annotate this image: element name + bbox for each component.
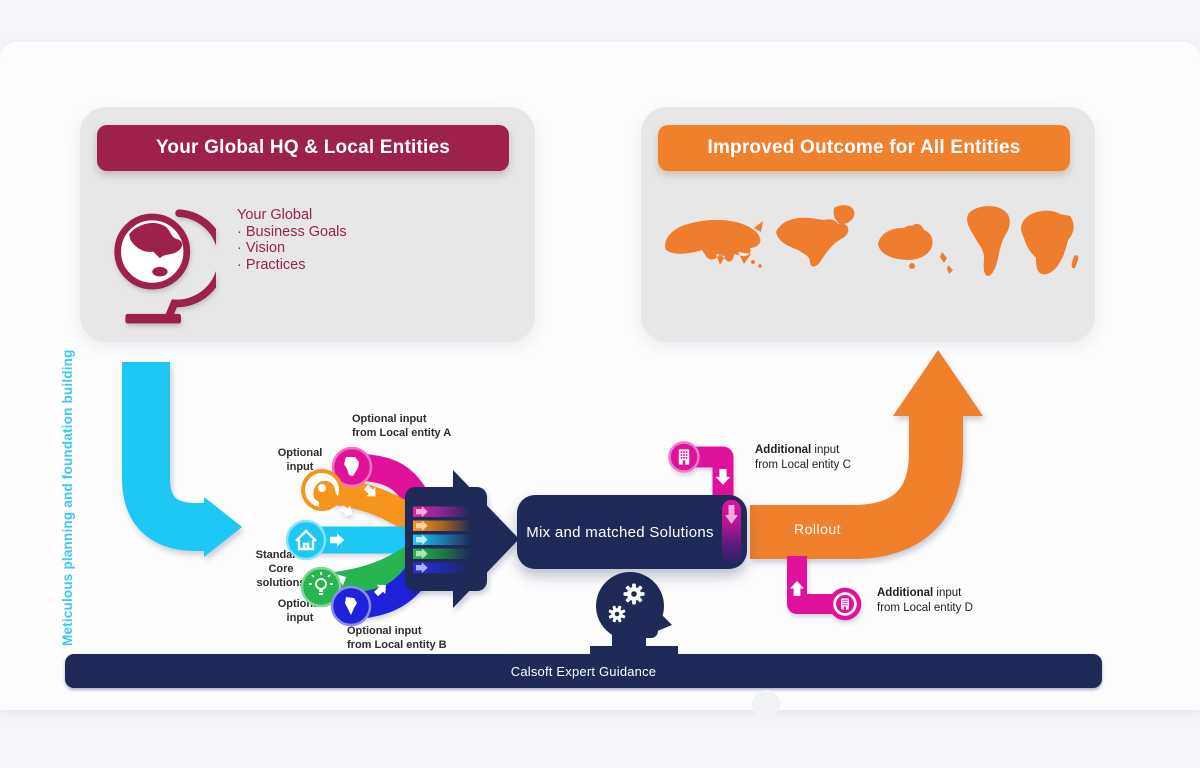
label-additional-c: Additional input from Local entity C: [755, 443, 851, 473]
africa-continent-icon: [1021, 210, 1074, 275]
label-line: Optional input: [347, 625, 422, 637]
globe-icon: [114, 209, 216, 324]
input-source-icons: [285, 446, 373, 627]
south-america-map-icon: [345, 597, 357, 615]
label-line: Optional input: [352, 413, 427, 425]
label-line: solutions: [256, 577, 306, 589]
building-icon: [841, 598, 849, 610]
gear-icon: [623, 583, 645, 605]
hq-line: · Vision: [237, 240, 286, 256]
hq-panel-title-text: Your Global HQ & Local Entities: [155, 137, 451, 158]
label-additional-d: Additional input from Local entity D: [877, 586, 973, 616]
label-entity-b: Optional input from Local entity B: [347, 624, 447, 652]
rollout-label: Rollout: [793, 521, 842, 537]
outcome-panel-title-text: Improved Outcome for All Entities: [707, 137, 1021, 158]
expert-head-icon: [590, 572, 678, 656]
stripe-down-arrow-icon: [725, 505, 738, 524]
globe-base: [125, 313, 182, 324]
label-line: from Local entity D: [877, 602, 973, 614]
label-line: input: [286, 612, 314, 624]
label-line: from Local entity A: [352, 427, 452, 439]
australia-continent-icon: [878, 223, 933, 260]
solutions-box-input-stripe: [722, 500, 741, 564]
globe-stand-arc: [165, 209, 216, 319]
label-line: Additional input: [755, 443, 851, 458]
additional-input-c-arrow: [668, 441, 734, 508]
additional-input-d-arrow: [787, 556, 862, 621]
building-icon: [678, 449, 690, 465]
solutions-box-label: Mix and matched Solutions: [526, 523, 714, 541]
south-america-continent-icon: [967, 206, 1010, 276]
eurasia-continent-icon: [665, 219, 763, 265]
solutions-box: Mix and matched Solutions: [517, 495, 747, 569]
outcome-panel-title: Improved Outcome for All Entities: [658, 125, 1070, 171]
continents-row: [665, 205, 1079, 276]
label-bold: Additional: [877, 587, 934, 599]
label-bold: Additional: [755, 444, 812, 456]
north-america-continent-icon: [776, 217, 849, 267]
label-line: input: [286, 461, 314, 473]
merge-stripes: [413, 506, 471, 574]
label-optional-top: Optional input: [268, 446, 332, 474]
new-zealand-icon: [940, 252, 953, 274]
hq-line: · Practices: [237, 256, 306, 273]
idea-bulb-dot-icon: [318, 484, 326, 492]
label-entity-a: Optional input from Local entity A: [352, 412, 451, 440]
guidance-bar: Calsoft Expert Guidance: [65, 654, 1102, 688]
scroll-dot: [752, 690, 780, 718]
standard-core-circle: [285, 519, 327, 561]
rollout-arrow: [750, 350, 983, 559]
label-line: Additional input: [877, 586, 973, 601]
hq-panel-title: Your Global HQ & Local Entities: [97, 125, 509, 171]
merge-arrow: [405, 470, 519, 608]
island-dot: [758, 264, 762, 268]
label-rest: input: [933, 587, 962, 599]
guidance-bar-label: Calsoft Expert Guidance: [510, 663, 657, 679]
madagascar-icon: [1071, 255, 1079, 269]
globe-landmass: [129, 222, 183, 259]
hq-text-block: Your Global · Business Goals · Vision · …: [237, 207, 347, 273]
label-line: from Local entity C: [755, 459, 851, 471]
label-line: Optional: [277, 447, 323, 459]
island-dot: [751, 260, 755, 264]
greenland-icon: [833, 205, 855, 224]
label-rest: input: [811, 444, 840, 456]
planning-arrow: [122, 362, 242, 557]
tasmania-icon: [909, 263, 915, 269]
hq-line: Your Global: [237, 207, 313, 223]
label-line: from Local entity B: [347, 639, 447, 651]
house-icon: [295, 529, 317, 551]
hq-line: · Business Goals: [237, 223, 347, 240]
optional-bottom-circle: [300, 566, 342, 608]
globe-australia: [152, 266, 168, 277]
africa-map-icon: [344, 457, 359, 476]
label-line: Core: [268, 563, 294, 575]
lightbulb-icon: [309, 572, 333, 595]
